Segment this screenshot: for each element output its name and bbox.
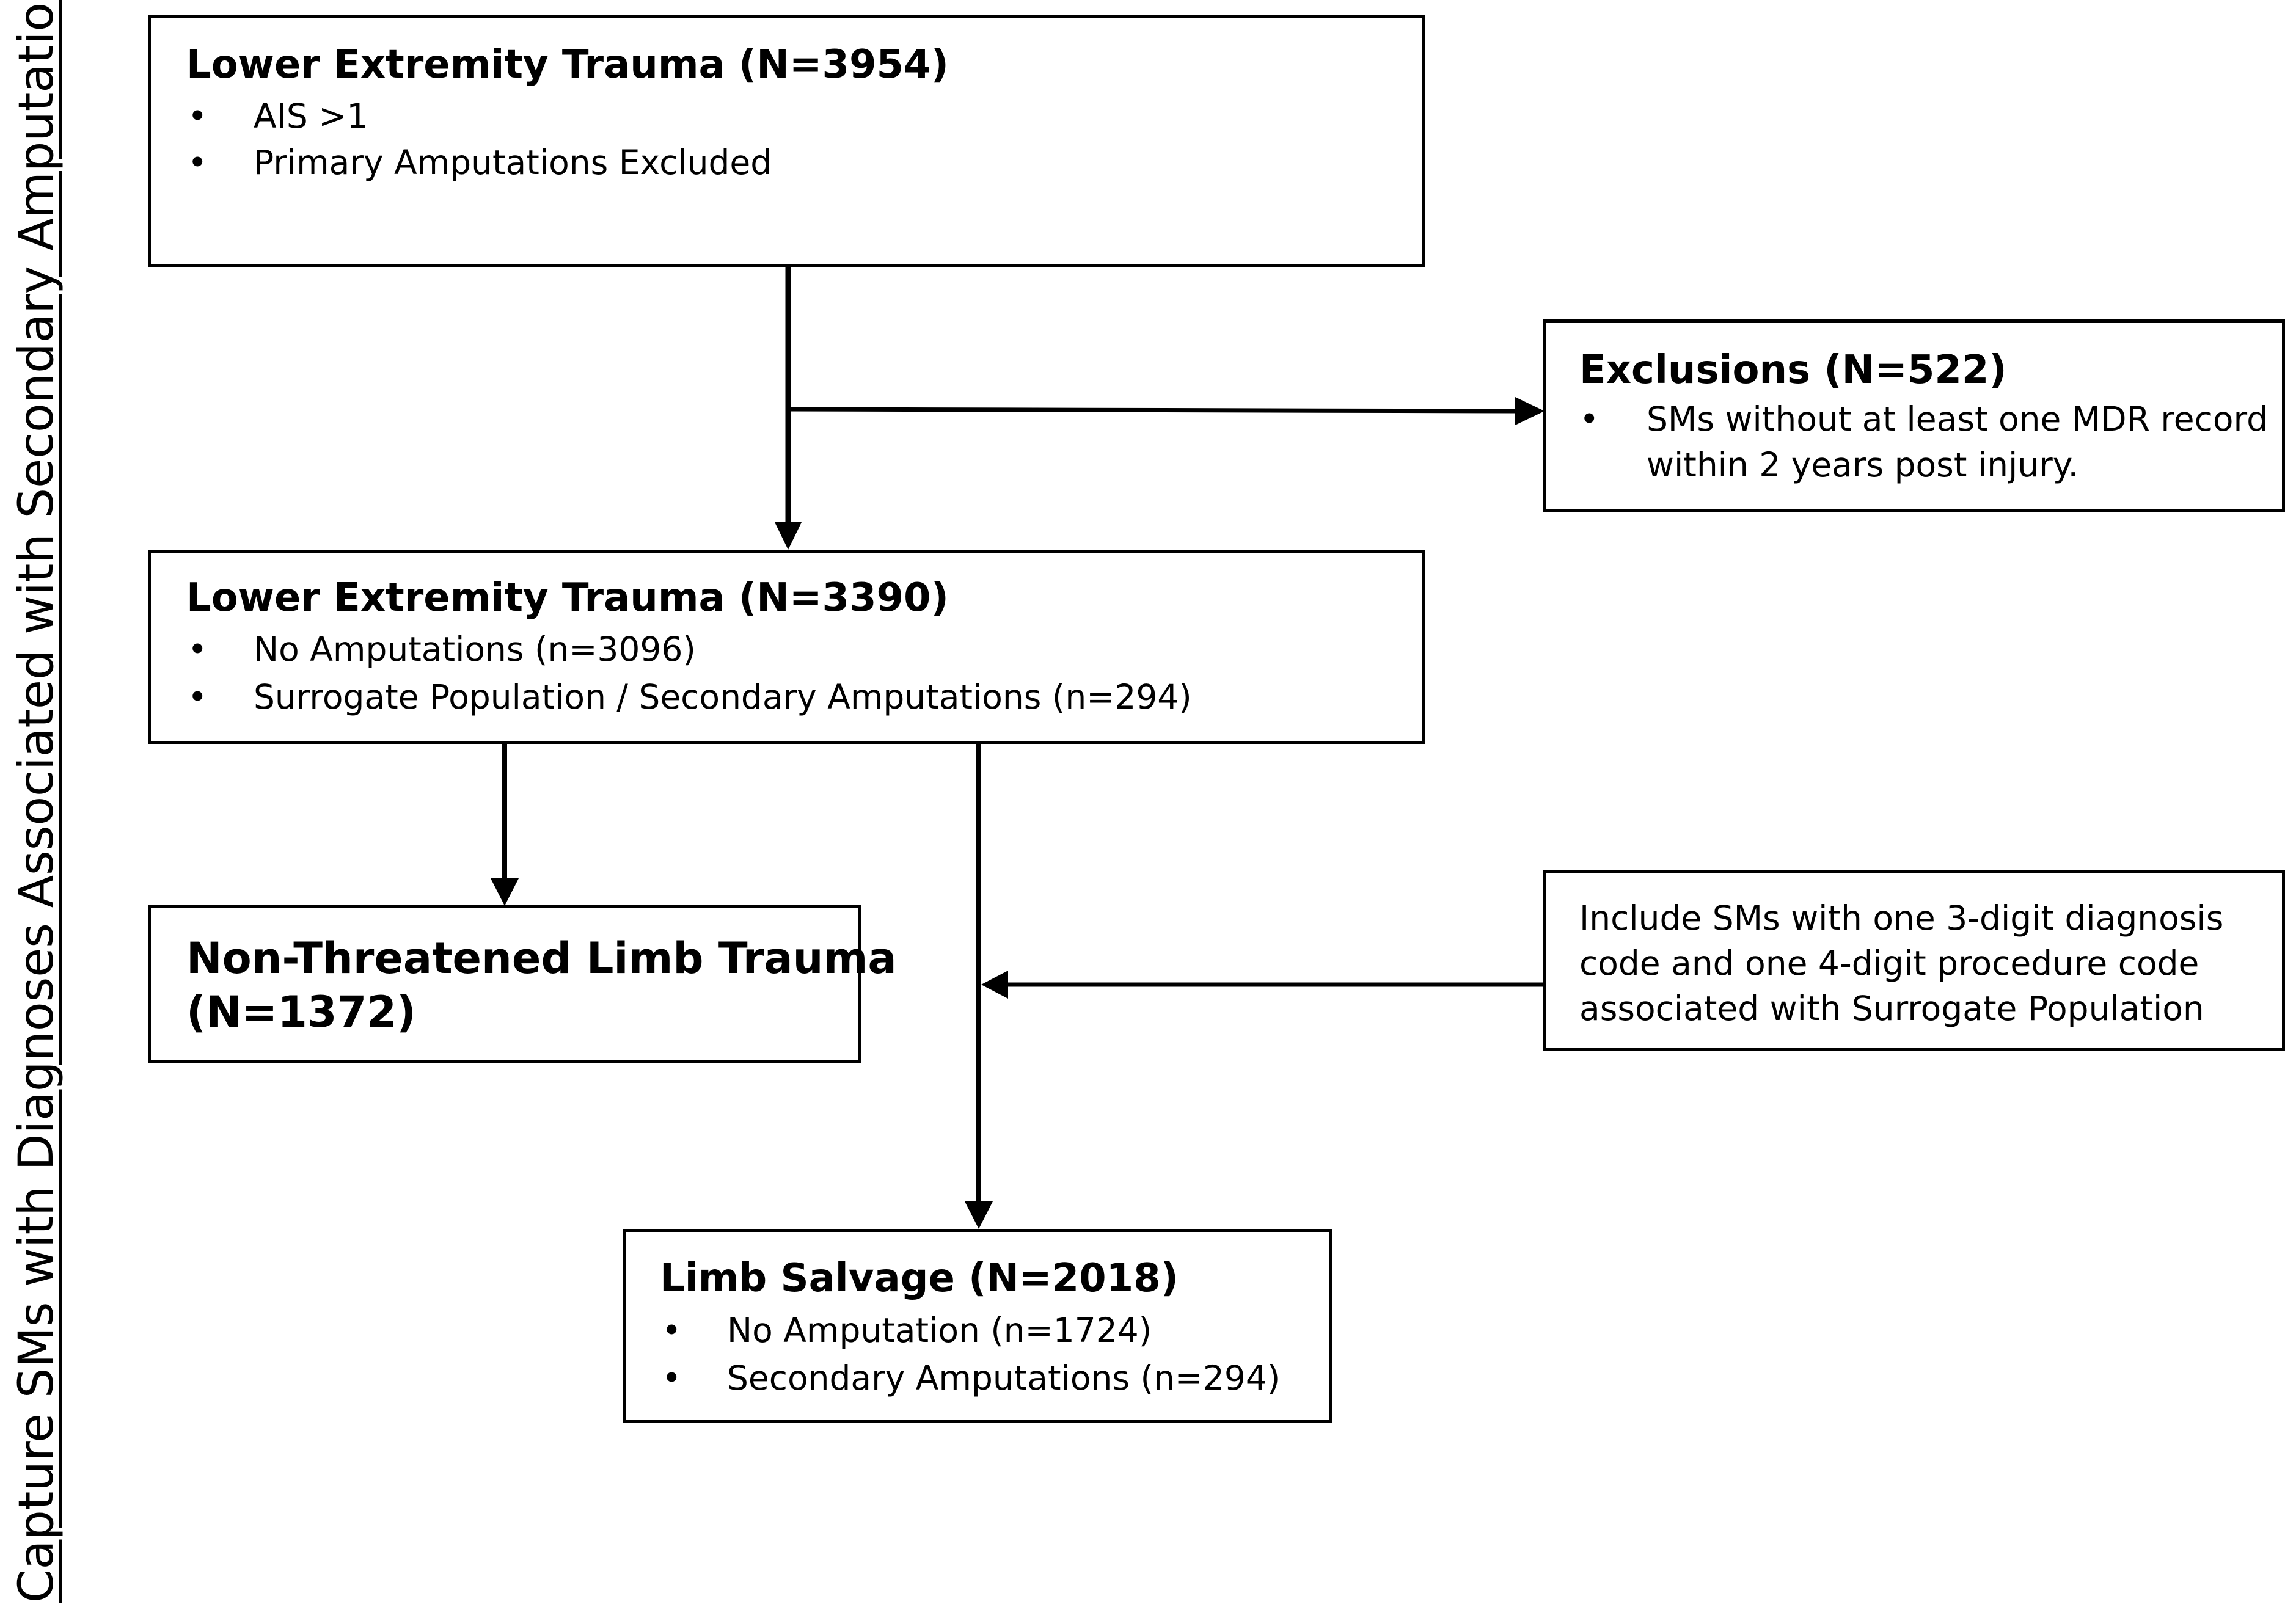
bullet-icon: •: [188, 630, 208, 669]
arrowhead-to-exclusions: [1515, 397, 1545, 425]
box-exclusions-bullet-2: within 2 years post injury.: [1647, 445, 2078, 484]
box-limb-salvage-title: Limb Salvage (N=2018): [660, 1256, 1179, 1301]
box-exclusions: Exclusions (N=522) • SMs without at leas…: [1543, 319, 2285, 512]
box-after-exclusion-title: Lower Extremity Trauma (N=3390): [186, 575, 949, 621]
box-non-threatened: Non-Threatened Limb Trauma (N=1372): [148, 905, 897, 1063]
box-non-threatened-title-line2: (N=1372): [186, 987, 417, 1037]
box-exclusions-bullet-1: SMs without at least one MDR record: [1647, 399, 2269, 439]
box-include-line-1: Include SMs with one 3-digit diagnosis: [1579, 898, 2224, 938]
bullet-icon: •: [662, 1358, 682, 1398]
box-limb-salvage: Limb Salvage (N=2018) • No Amputation (n…: [623, 1229, 1332, 1423]
box-after-exclusion-bullet-1: No Amputations (n=3096): [254, 630, 696, 669]
arrowhead-3390-to-limb-salvage: [965, 1201, 993, 1229]
arrowhead-3390-to-nonthreatened: [491, 878, 519, 906]
bullet-icon: •: [188, 97, 208, 136]
bullet-icon: •: [188, 677, 208, 716]
box-limb-salvage-bullet-1: No Amputation (n=1724): [727, 1311, 1152, 1350]
bullet-icon: •: [1579, 399, 1600, 439]
box-include-line-3: associated with Surrogate Population: [1579, 989, 2204, 1028]
box-non-threatened-title-line1: Non-Threatened Limb Trauma: [186, 933, 897, 983]
arrowhead-include-to-line: [981, 971, 1008, 999]
arrow-to-exclusions: [788, 407, 1516, 414]
box-after-exclusion-bullet-2: Surrogate Population / Secondary Amputat…: [254, 677, 1192, 716]
box-include-criteria: Include SMs with one 3-digit diagnosis c…: [1543, 870, 2285, 1051]
arrowhead-initial-to-3390: [775, 522, 802, 550]
box-after-exclusion: Lower Extremity Trauma (N=3390) • No Amp…: [148, 550, 1425, 744]
box-exclusions-title: Exclusions (N=522): [1579, 348, 2007, 393]
box-initial-cohort: Lower Extremity Trauma (N=3954) • AIS >1…: [148, 15, 1425, 267]
bullet-icon: •: [188, 143, 208, 182]
bullet-icon: •: [662, 1311, 682, 1350]
box-initial-bullet-2: Primary Amputations Excluded: [254, 143, 772, 182]
box-initial-title: Lower Extremity Trauma (N=3954): [186, 42, 949, 87]
box-limb-salvage-bullet-2: Secondary Amputations (n=294): [727, 1358, 1281, 1398]
box-include-line-2: code and one 4-digit procedure code: [1579, 944, 2199, 983]
box-initial-bullet-1: AIS >1: [254, 97, 368, 136]
